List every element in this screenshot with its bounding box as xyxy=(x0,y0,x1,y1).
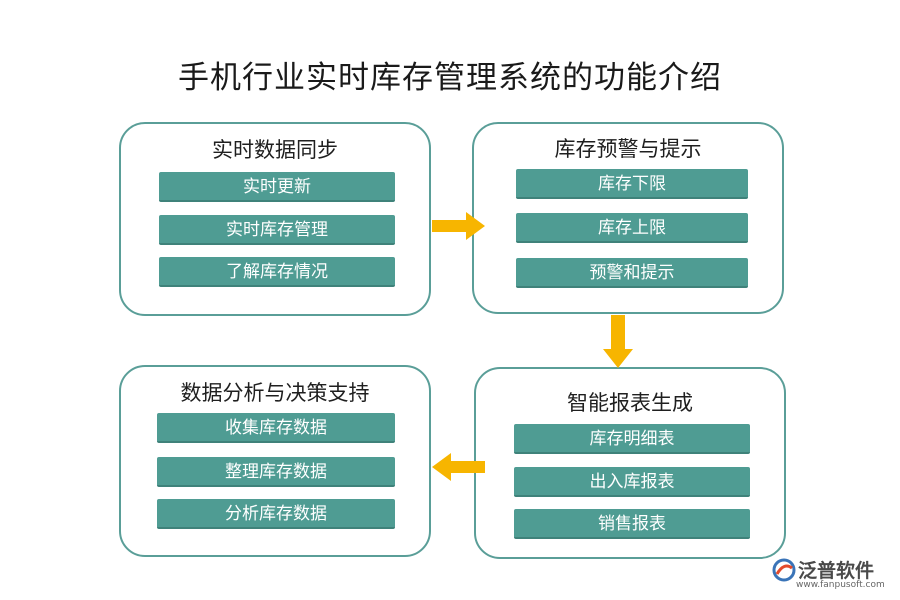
item-lower-limit: 库存下限 xyxy=(516,169,748,199)
panel-title: 实时数据同步 xyxy=(212,138,338,162)
panel-inventory-alert: 库存预警与提示 库存下限 库存上限 预警和提示 xyxy=(472,122,784,314)
item-upper-limit: 库存上限 xyxy=(516,213,748,243)
arrow-down-icon xyxy=(603,315,633,368)
item-inout-report: 出入库报表 xyxy=(514,467,750,497)
panel-realtime-sync: 实时数据同步 实时更新 实时库存管理 了解库存情况 xyxy=(119,122,431,316)
item-alert-notice: 预警和提示 xyxy=(516,258,748,288)
brand-swirl-icon xyxy=(772,558,796,582)
item-realtime-update: 实时更新 xyxy=(159,172,395,202)
diagram-title: 手机行业实时库存管理系统的功能介绍 xyxy=(178,60,722,96)
item-realtime-inventory: 实时库存管理 xyxy=(159,215,395,245)
arrow-left-icon xyxy=(432,453,485,481)
panel-title: 库存预警与提示 xyxy=(554,137,702,161)
item-sales-report: 销售报表 xyxy=(514,509,750,539)
brand-name: 泛普软件 xyxy=(798,560,875,582)
arrow-right-icon xyxy=(432,212,485,240)
item-organize-data: 整理库存数据 xyxy=(157,457,395,487)
panel-data-analysis: 数据分析与决策支持 收集库存数据 整理库存数据 分析库存数据 xyxy=(119,365,431,557)
item-analyze-data: 分析库存数据 xyxy=(157,499,395,529)
panel-title: 数据分析与决策支持 xyxy=(180,381,370,405)
panel-title: 智能报表生成 xyxy=(567,391,693,415)
brand-url: www.fanpusoft.com xyxy=(796,580,885,590)
item-know-inventory: 了解库存情况 xyxy=(159,257,395,287)
panel-report-generation: 智能报表生成 库存明细表 出入库报表 销售报表 xyxy=(474,367,786,559)
item-inventory-detail: 库存明细表 xyxy=(514,424,750,454)
item-collect-data: 收集库存数据 xyxy=(157,413,395,443)
brand-logo: 泛普软件 www.fanpusoft.com xyxy=(770,556,895,596)
